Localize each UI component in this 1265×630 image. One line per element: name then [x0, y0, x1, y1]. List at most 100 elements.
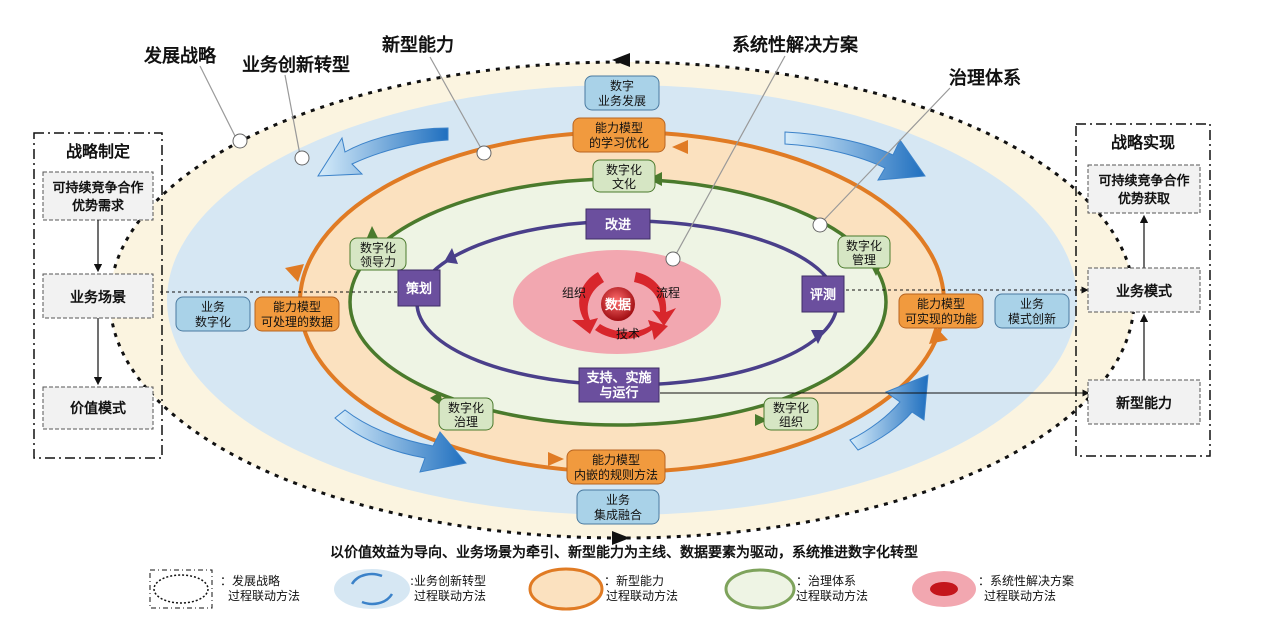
box-support-implement	[578, 367, 660, 403]
strategy-top-arrow-icon	[612, 53, 630, 67]
svg-text:能力模型: 能力模型	[273, 300, 321, 314]
capability-arrow-left-icon	[285, 264, 304, 282]
bottom-title: 以价值效益为导向、业务场景为牵引、新型能力为主线、数据要素为驱动，系统推进数字化…	[330, 544, 918, 561]
svg-text:能力模型: 能力模型	[917, 297, 965, 311]
label-digital-culture	[592, 159, 656, 193]
label-capability-rules	[566, 449, 666, 485]
svg-text:与运行: 与运行	[599, 385, 638, 401]
svg-text:策划: 策划	[406, 281, 432, 297]
svg-text:数字化: 数字化	[606, 162, 642, 177]
callout-systematic-solution: 系统性解决方案	[732, 34, 859, 56]
left-box3-label: 价值模式	[70, 400, 126, 417]
callout-dot-governance	[812, 217, 828, 233]
left-box1-line2: 优势需求	[72, 198, 125, 214]
right-box-advantage-obtain	[1087, 164, 1201, 214]
left-box-business-scene	[42, 273, 154, 319]
svg-text:：发展战略: ：发展战略	[220, 573, 280, 588]
legend-item-governance: ：治理体系 过程联动方法	[724, 568, 868, 610]
svg-text:数字化: 数字化	[773, 400, 809, 415]
svg-text:能力模型: 能力模型	[595, 121, 643, 135]
legend-governance-icon	[724, 568, 796, 610]
svg-text::业务创新转型: :业务创新转型	[410, 573, 486, 588]
label-business-digitalization	[175, 296, 251, 332]
box-plan	[397, 269, 441, 307]
blue-swoosh-bottom-right-icon	[849, 374, 929, 451]
legend-business-icon	[334, 569, 410, 609]
callout-line-solution	[674, 55, 786, 257]
strategy-bottom-arrow-icon	[612, 531, 630, 545]
core-swirl-right-icon	[634, 272, 676, 326]
svg-text:内嵌的规则方法: 内嵌的规则方法	[574, 467, 658, 482]
svg-text:过程联动方法: 过程联动方法	[414, 588, 486, 603]
label-capability-data	[254, 296, 340, 332]
right-panel	[1075, 123, 1211, 457]
svg-text:能力模型: 能力模型	[592, 453, 640, 467]
svg-text:过程联动方法: 过程联动方法	[606, 588, 678, 603]
callout-dot-capability	[476, 145, 492, 161]
label-digital-organization	[763, 397, 819, 431]
svg-text:治理: 治理	[454, 415, 478, 429]
capability-arrow-top-icon	[672, 140, 688, 154]
legend-item-capability: ：新型能力 过程联动方法	[528, 567, 678, 611]
svg-text:集成融合: 集成融合	[594, 507, 642, 522]
legend-capability-icon	[528, 567, 604, 611]
legend-item-strategy: ：发展战略 过程联动方法	[149, 569, 300, 609]
svg-text:组织: 组织	[779, 415, 803, 429]
svg-text:评测: 评测	[810, 287, 836, 303]
box-improve	[585, 208, 651, 240]
svg-text:业务发展: 业务发展	[598, 93, 646, 108]
right-box2-label: 业务模式	[1116, 283, 1172, 300]
svg-text:数字化: 数字化	[195, 314, 231, 329]
svg-text:：系统性解决方案: ：系统性解决方案	[978, 573, 1074, 588]
right-panel-title: 战略实现	[1111, 133, 1175, 152]
legend-item-business: :业务创新转型 过程联动方法	[334, 569, 486, 609]
callout-dot-strategy	[232, 133, 248, 149]
svg-text:数字化: 数字化	[448, 400, 484, 415]
svg-text:业务: 业务	[201, 299, 225, 314]
label-digital-governance	[438, 397, 494, 431]
blue-swoosh-top-left-icon	[317, 127, 449, 177]
blue-swoosh-top-right-icon	[784, 131, 926, 181]
capability-arrow-right-icon	[929, 326, 948, 344]
left-box1-line1: 可持续竞争合作	[52, 180, 143, 196]
callout-line-governance	[821, 87, 951, 223]
svg-text:过程联动方法: 过程联动方法	[984, 588, 1056, 603]
svg-text:数字化: 数字化	[846, 238, 882, 253]
right-box-business-mode	[1087, 267, 1201, 313]
label-digital-management	[837, 235, 891, 269]
left-box2-label: 业务场景	[70, 289, 126, 306]
right-box-new-capability	[1087, 379, 1201, 425]
solution-arrow-left-icon	[444, 248, 458, 264]
label-capability-learning	[572, 117, 666, 153]
callout-business-innovation: 业务创新转型	[242, 54, 350, 76]
solution-arrow-right-icon	[811, 330, 825, 344]
svg-text:数字: 数字	[610, 78, 634, 93]
svg-text:数字化: 数字化	[360, 240, 396, 255]
callout-line-capability	[429, 56, 483, 151]
svg-text:：治理体系: ：治理体系	[796, 574, 856, 588]
callout-line-strategy	[199, 65, 238, 141]
callout-governance-system: 治理体系	[949, 67, 1021, 89]
svg-text:改进: 改进	[605, 217, 631, 233]
svg-text:可实现的功能: 可实现的功能	[905, 311, 977, 326]
core-process-label: 流程	[656, 285, 680, 300]
core-data-center	[601, 287, 635, 321]
svg-text:模式创新: 模式创新	[1008, 311, 1056, 326]
label-digital-business-development	[584, 75, 660, 111]
svg-text:：新型能力: ：新型能力	[604, 573, 664, 588]
callout-new-capability: 新型能力	[382, 34, 454, 56]
core-tech-label: 技术	[616, 327, 640, 341]
left-panel-title: 战略制定	[66, 142, 130, 161]
core-org-label: 组织	[562, 286, 586, 300]
core-swirl-bottom-icon	[595, 320, 668, 340]
callout-line-business	[284, 74, 301, 156]
core-center-label: 数据	[605, 297, 631, 313]
svg-text:支持、实施: 支持、实施	[585, 370, 651, 386]
right-box1-line2: 优势获取	[1118, 191, 1171, 207]
left-box-value-mode	[42, 386, 154, 430]
svg-text:文化: 文化	[612, 176, 636, 191]
box-evaluate	[801, 275, 845, 313]
svg-text:业务: 业务	[606, 492, 630, 507]
